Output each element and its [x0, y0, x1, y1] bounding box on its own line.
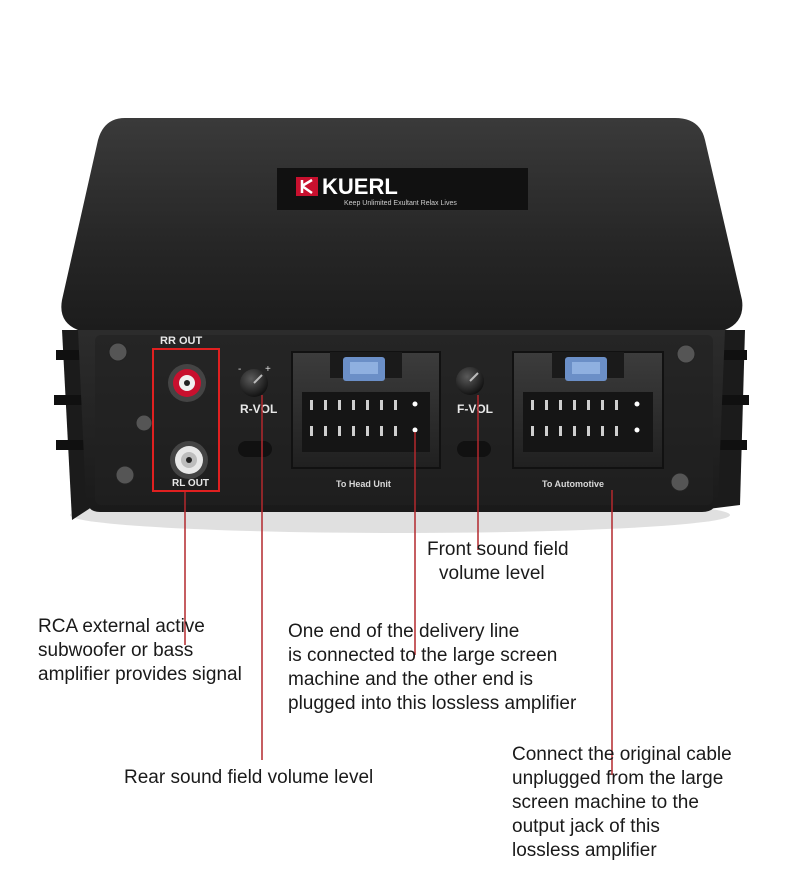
annotation-line: unplugged from the large [512, 768, 724, 789]
annotation-delivery-line: One end of the delivery line is connecte… [288, 620, 576, 716]
annotation-line: output jack of this [512, 816, 660, 837]
brand-name: KUERL [322, 174, 398, 199]
annotation-front-volume: Front sound field volume level [427, 538, 569, 586]
annotation-line: screen machine to the [512, 792, 699, 813]
annotation-line: amplifier provides signal [38, 664, 242, 685]
annotation-original-cable: Connect the original cable unplugged fro… [512, 743, 732, 863]
annotation-line: plugged into this lossless amplifier [288, 693, 577, 714]
annotation-line: Front sound field [427, 539, 569, 560]
rca-jack-red [168, 364, 206, 402]
annotation-line: is connected to the large screen [288, 645, 558, 666]
screw-icon [676, 344, 696, 364]
rca-jack-white [170, 441, 208, 479]
svg-text:-: - [238, 364, 241, 375]
rl-out-label: RL OUT [172, 478, 209, 489]
to-automotive-label: To Automotive [542, 479, 604, 489]
annotation-line: One end of the delivery line [288, 621, 520, 642]
rr-out-label: RR OUT [160, 335, 202, 347]
rca-highlight-box [152, 348, 220, 492]
annotation-line: volume level [439, 563, 545, 584]
screw-icon [115, 465, 135, 485]
annotation-rca: RCA external active subwoofer or bass am… [38, 615, 242, 687]
device-top [61, 118, 743, 330]
annotation-line: machine and the other end is [288, 669, 534, 690]
f-vol-knob [456, 367, 484, 395]
head-unit-connector [291, 351, 441, 469]
automotive-connector [512, 351, 664, 469]
annotation-line: RCA external active [38, 616, 205, 637]
screw-icon [108, 342, 128, 362]
r-vol-label: R-VOL [240, 402, 277, 416]
pointer-lines [184, 395, 613, 775]
svg-text:+: + [265, 364, 271, 375]
r-vol-knob: + - [238, 364, 271, 397]
brand-tagline: Keep Unlimited Exultant Relax Lives [344, 200, 457, 207]
annotation-line: subwoofer or bass [38, 640, 194, 661]
screw-icon [670, 472, 690, 492]
screw-icon [135, 414, 153, 432]
annotation-rear-volume: Rear sound field volume level [124, 766, 373, 790]
annotation-line: Connect the original cable [512, 744, 732, 765]
annotation-line: lossless amplifier [512, 840, 657, 861]
annotation-line: Rear sound field volume level [124, 767, 374, 788]
brand-plate: KUERL Keep Unlimited Exultant Relax Live… [277, 168, 528, 210]
f-vol-label: F-VOL [457, 402, 493, 416]
to-head-unit-label: To Head Unit [336, 479, 391, 489]
